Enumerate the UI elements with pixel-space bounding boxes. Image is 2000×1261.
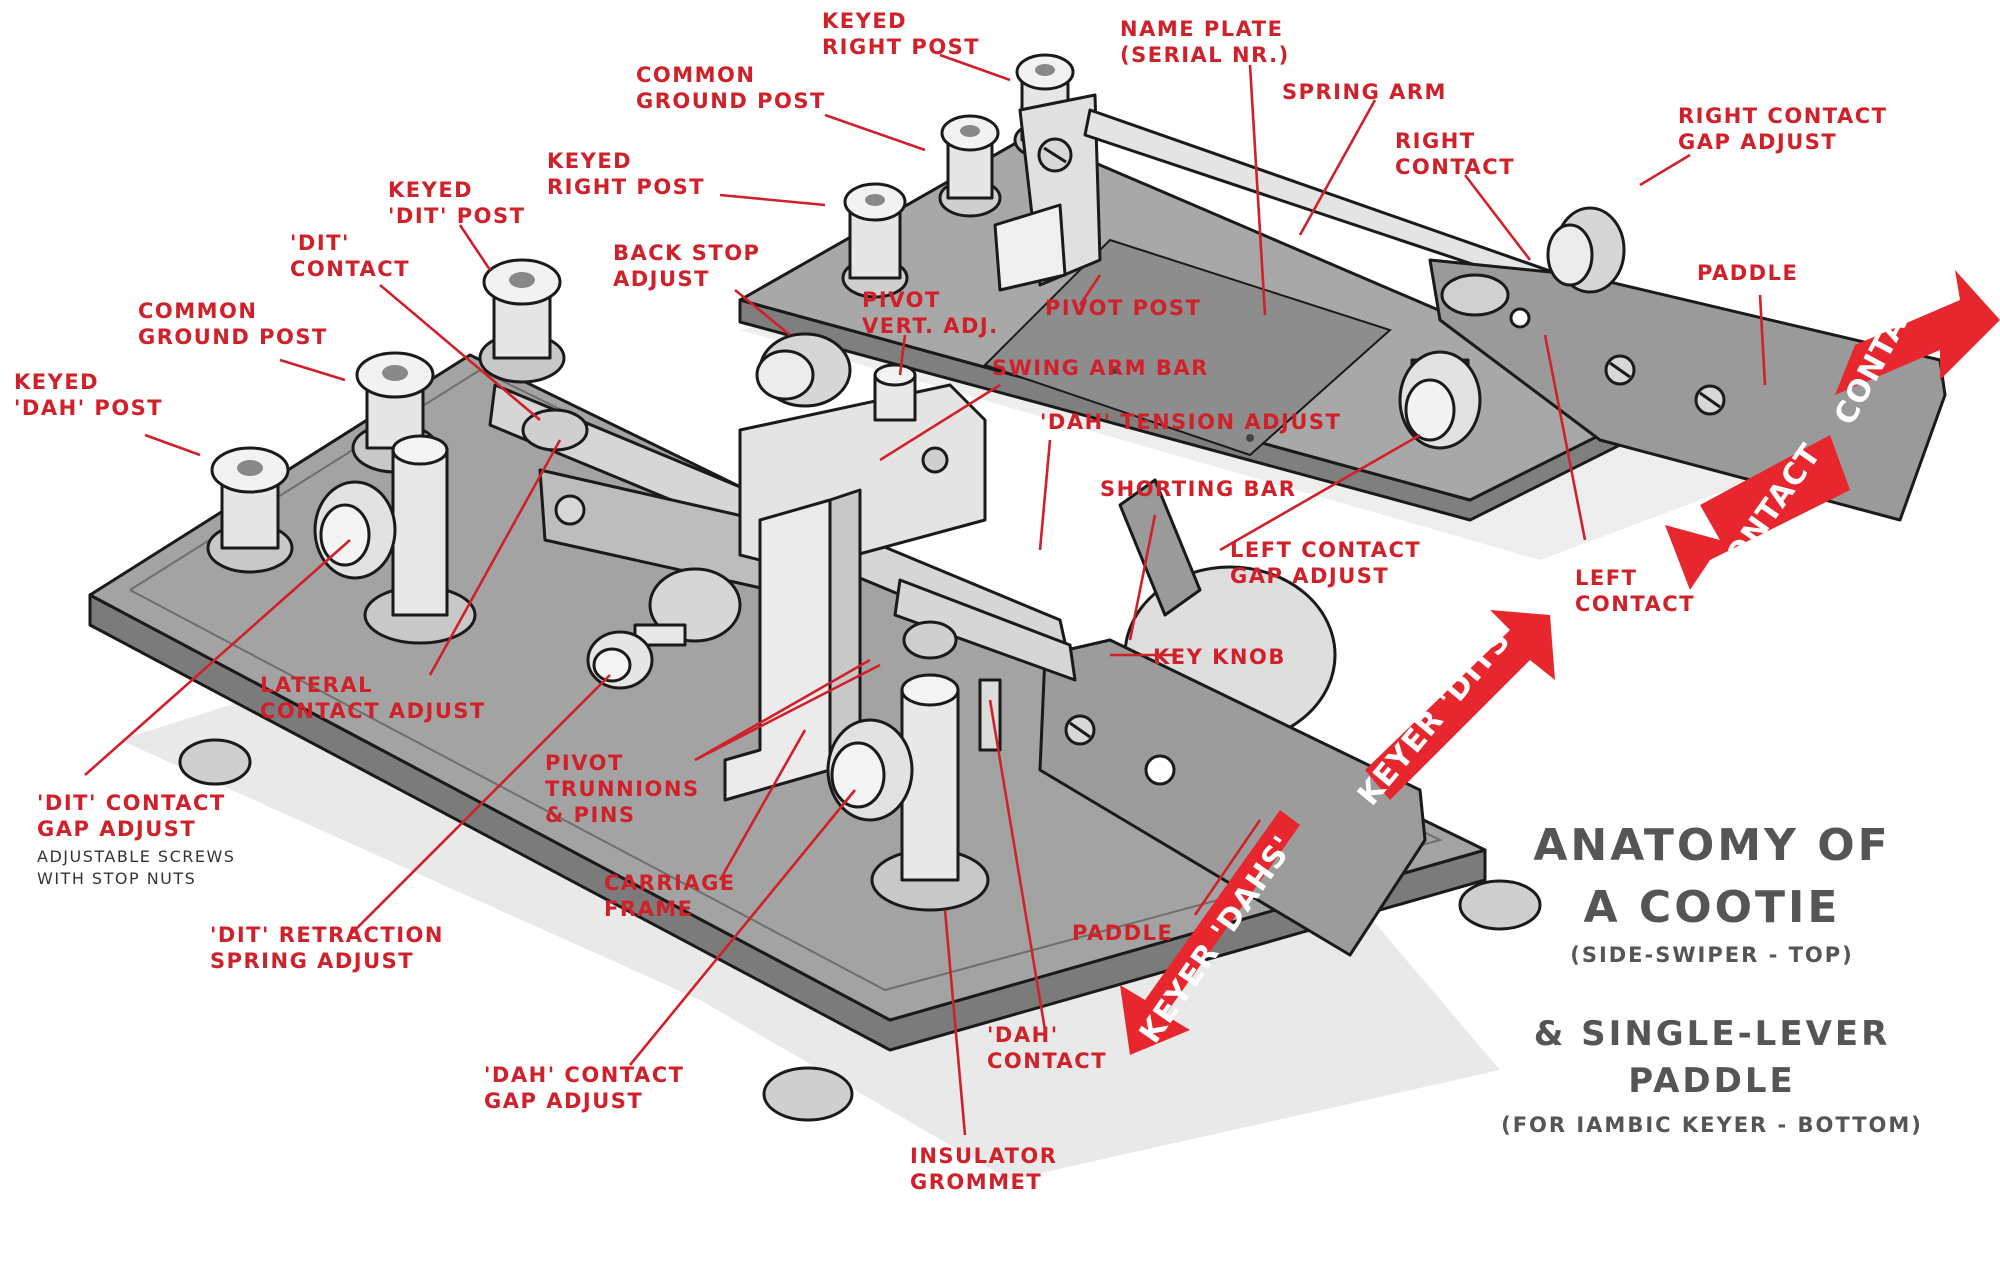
label-lateral-contact-adjust: LATERAL CONTACT ADJUST xyxy=(260,673,486,723)
arrow-keyer-dits: KEYER 'DITS' xyxy=(1351,610,1555,812)
label-dah-contact-gap-adjust: 'DAH' CONTACT GAP ADJUST xyxy=(484,1063,693,1113)
label-keyed-right-post-mid: KEYED RIGHT POST xyxy=(547,149,705,199)
label-swing-arm-bar: SWING ARM BAR xyxy=(992,356,1209,380)
dah-adjust-group xyxy=(826,673,1002,912)
label-paddle-right: PADDLE xyxy=(1697,261,1798,285)
label-dit-contact-gap-adjust-note: ADJUSTABLE SCREWS WITH STOP NUTS xyxy=(37,847,242,888)
label-left-contact: LEFT CONTACT xyxy=(1575,566,1695,616)
arrow-keyer-dits-text: KEYER 'DITS' xyxy=(1351,615,1524,812)
label-pivot-vert-adj: PIVOT VERT. ADJ. xyxy=(862,288,999,338)
title-line-2: A COOTIE xyxy=(1584,882,1841,933)
label-dit-contact-gap-adjust: 'DIT' CONTACT GAP ADJUST xyxy=(37,791,235,841)
label-spring-arm: SPRING ARM xyxy=(1282,80,1447,104)
label-keyed-dah-post: KEYED 'DAH' POST xyxy=(14,370,163,420)
label-shorting-bar: SHORTING BAR xyxy=(1100,477,1296,501)
label-name-plate: NAME PLATE (SERIAL NR.) xyxy=(1120,17,1292,67)
label-dah-tension-adjust: 'DAH' TENSION ADJUST xyxy=(1040,410,1341,434)
label-paddle-bottom: PADDLE xyxy=(1072,921,1173,945)
labels: KEYED RIGHT POST NAME PLATE (SERIAL NR.)… xyxy=(14,9,1896,1194)
label-right-contact-gap-adjust: RIGHT CONTACT GAP ADJUST xyxy=(1678,104,1896,154)
label-pivot-post: PIVOT POST xyxy=(1045,296,1201,320)
title-line-5: PADDLE xyxy=(1628,1061,1795,1101)
label-dah-contact: 'DAH' CONTACT xyxy=(987,1023,1107,1073)
label-right-contact: RIGHT CONTACT xyxy=(1395,129,1515,179)
label-carriage-frame: CARRIAGE FRAME xyxy=(604,871,744,921)
leader-lines xyxy=(84,53,1767,1136)
label-keyed-dit-post: KEYED 'DIT' POST xyxy=(388,178,525,228)
title-line-1: ANATOMY OF xyxy=(1533,820,1890,871)
label-common-ground-post-top: COMMON GROUND POST xyxy=(636,63,826,113)
label-pivot-trunnions: PIVOT TRUNNIONS & PINS xyxy=(545,751,708,827)
label-keyed-right-post-top: KEYED RIGHT POST xyxy=(822,9,980,59)
key-knob-assembly xyxy=(893,478,1427,957)
label-insulator-grommet: INSULATOR GROMMET xyxy=(910,1144,1066,1194)
label-common-ground-post-left: COMMON GROUND POST xyxy=(138,299,328,349)
title-block: ANATOMY OF A COOTIE (SIDE-SWIPER - TOP) … xyxy=(1501,820,1923,1137)
label-dit-contact: 'DIT' CONTACT xyxy=(290,231,410,281)
title-line-6: (FOR IAMBIC KEYER - BOTTOM) xyxy=(1501,1113,1923,1137)
lower-posts xyxy=(206,258,566,645)
label-dit-retraction-spring-adjust: 'DIT' RETRACTION SPRING ADJUST xyxy=(210,923,453,973)
title-line-4: & SINGLE-LEVER xyxy=(1534,1014,1891,1054)
upper-posts xyxy=(841,53,1102,299)
label-back-stop-adjust: BACK STOP ADJUST xyxy=(613,241,769,291)
title-line-3: (SIDE-SWIPER - TOP) xyxy=(1570,943,1854,967)
label-key-knob: KEY KNOB xyxy=(1153,645,1286,669)
label-left-contact-gap-adjust: LEFT CONTACT GAP ADJUST xyxy=(1230,538,1430,588)
